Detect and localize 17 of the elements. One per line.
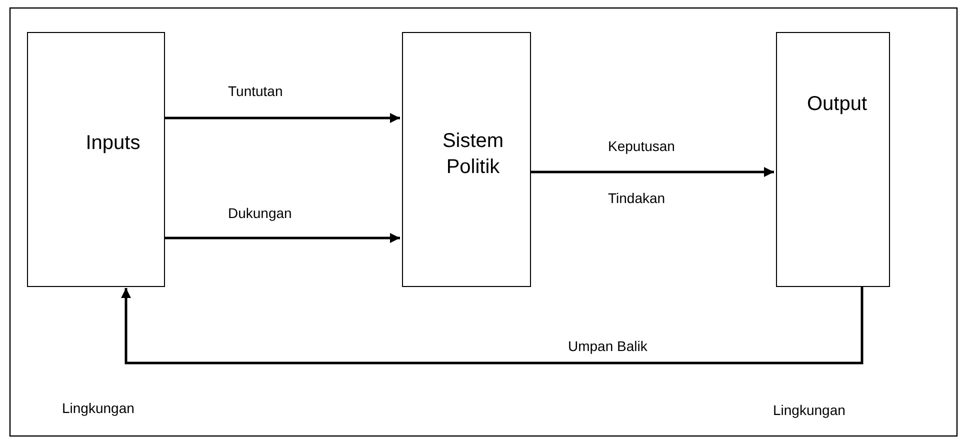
edge-label: Tuntutan xyxy=(228,83,283,99)
arrow xyxy=(165,113,400,123)
environment-label: Lingkungan xyxy=(773,402,846,418)
arrow xyxy=(531,167,774,177)
box-label: Output xyxy=(806,92,868,117)
process-box xyxy=(27,32,165,287)
process-box xyxy=(402,32,531,287)
arrow xyxy=(121,287,864,364)
process-box xyxy=(776,32,890,287)
box-label: Inputs xyxy=(84,131,142,156)
output-note: Tindakan xyxy=(608,190,666,206)
arrow xyxy=(165,233,400,243)
box-label: Sistem Politik xyxy=(441,129,505,180)
edge-label: Keputusan xyxy=(608,138,675,154)
environment-label: Lingkungan xyxy=(62,400,134,416)
edge-label: Dukungan xyxy=(228,205,292,221)
edge-label: Umpan Balik xyxy=(568,338,648,354)
